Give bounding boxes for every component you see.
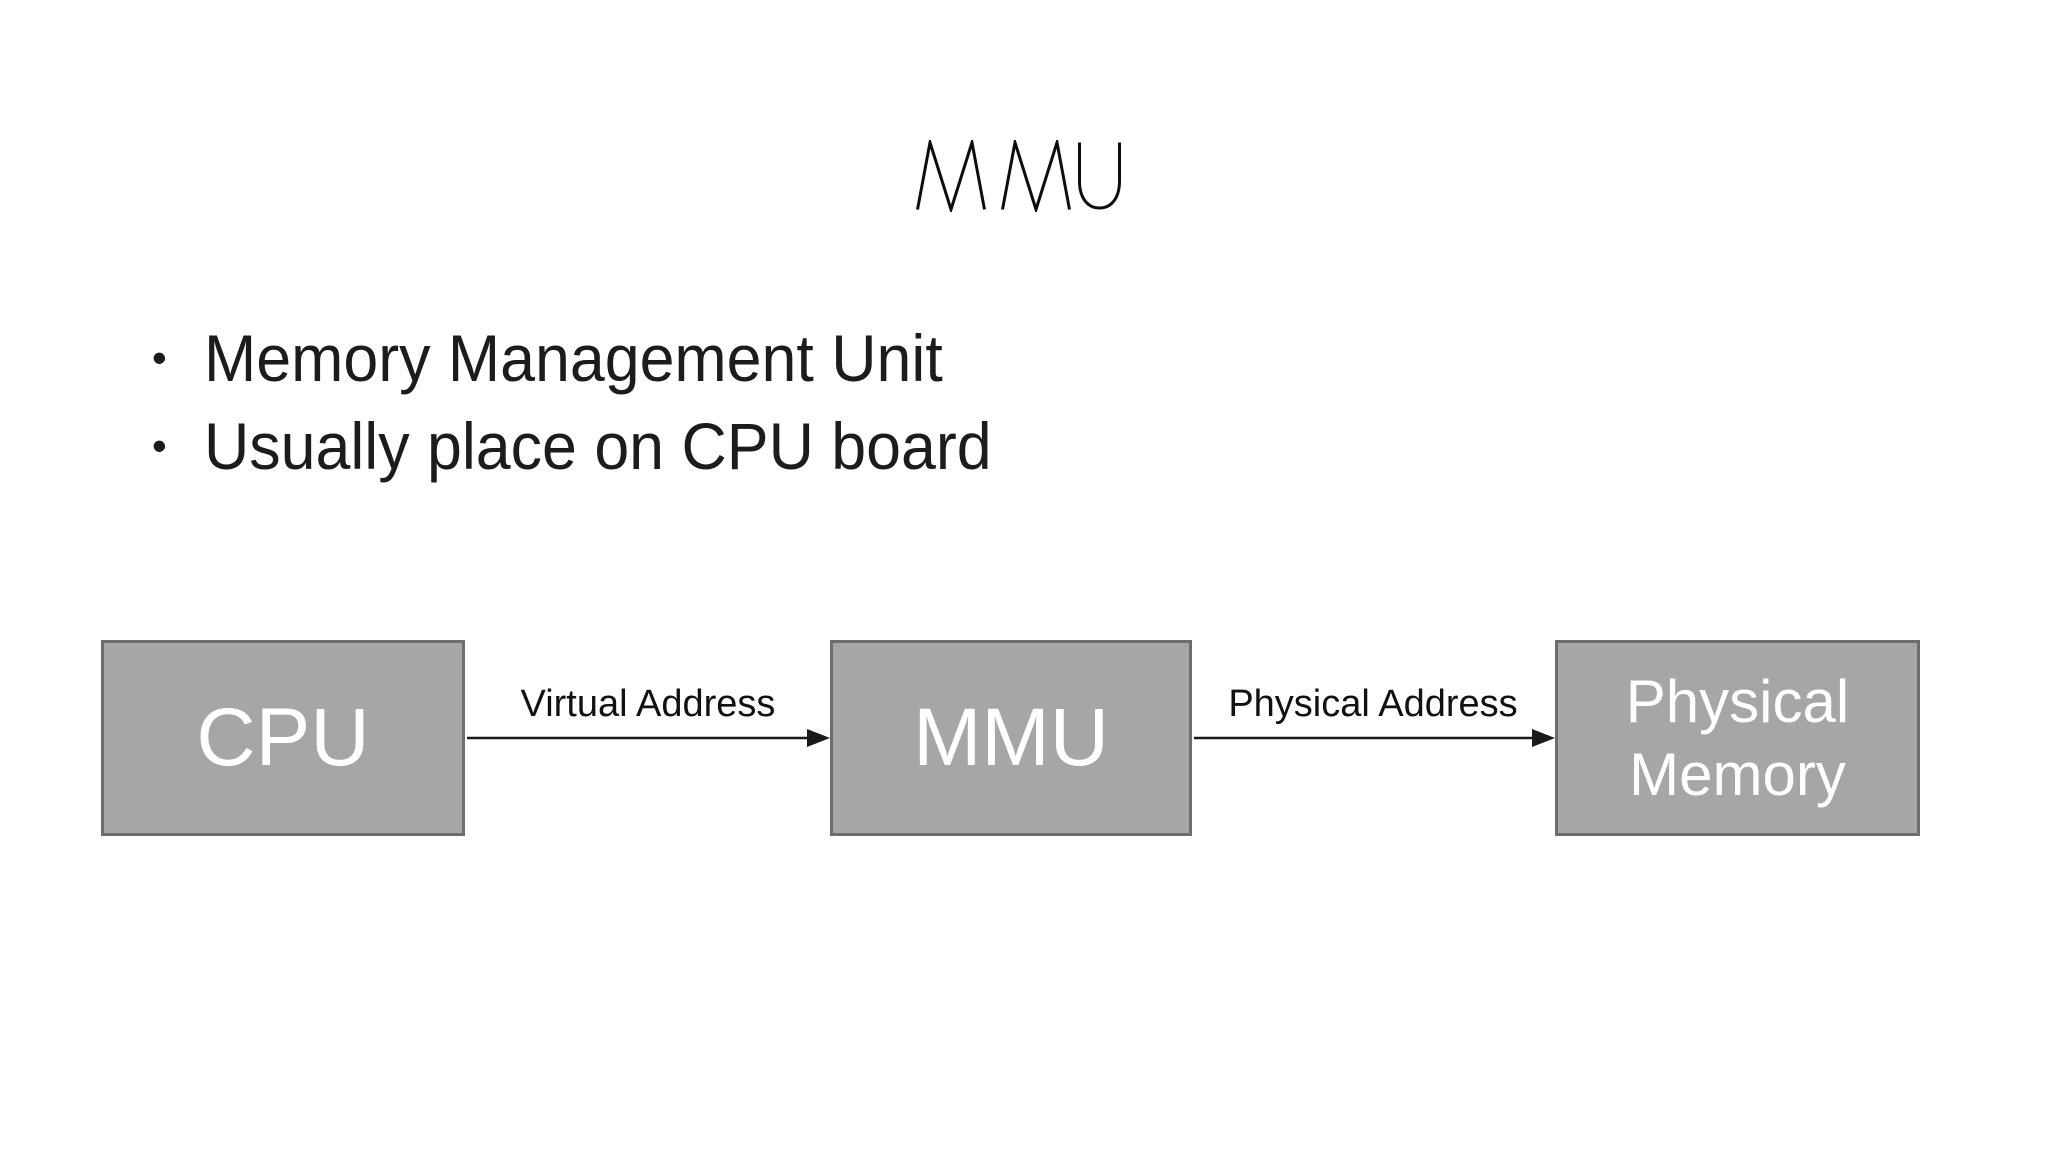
arrowhead-icon (1532, 729, 1555, 747)
bullet-item: • Usually place on CPU board (152, 402, 1033, 490)
bullet-marker: • (152, 334, 167, 381)
slide-title: MMU (916, 140, 1124, 212)
node-label: CPU (196, 692, 370, 783)
bullet-marker: • (152, 422, 167, 469)
bullet-list: • Memory Management Unit • Usually place… (152, 314, 1033, 490)
diagram-node-mmu: MMU (830, 640, 1192, 836)
arrowhead-icon (807, 729, 830, 747)
slide-title-glyphs (916, 140, 1121, 212)
bullet-text: Usually place on CPU board (204, 409, 992, 483)
edge-label-physical-address: Physical Address (1228, 683, 1518, 725)
node-label-line: Memory (1629, 741, 1846, 808)
bullet-item: • Memory Management Unit (152, 314, 1033, 402)
node-label: MMU (913, 692, 1109, 783)
diagram-node-cpu: CPU (101, 640, 465, 836)
diagram-node-physical-memory: Physical Memory (1555, 640, 1920, 836)
node-label-line: Physical (1625, 668, 1850, 735)
bullet-text: Memory Management Unit (204, 321, 943, 395)
slide-title-text: MMU (916, 212, 917, 213)
edge-label-virtual-address: Virtual Address (520, 683, 776, 725)
